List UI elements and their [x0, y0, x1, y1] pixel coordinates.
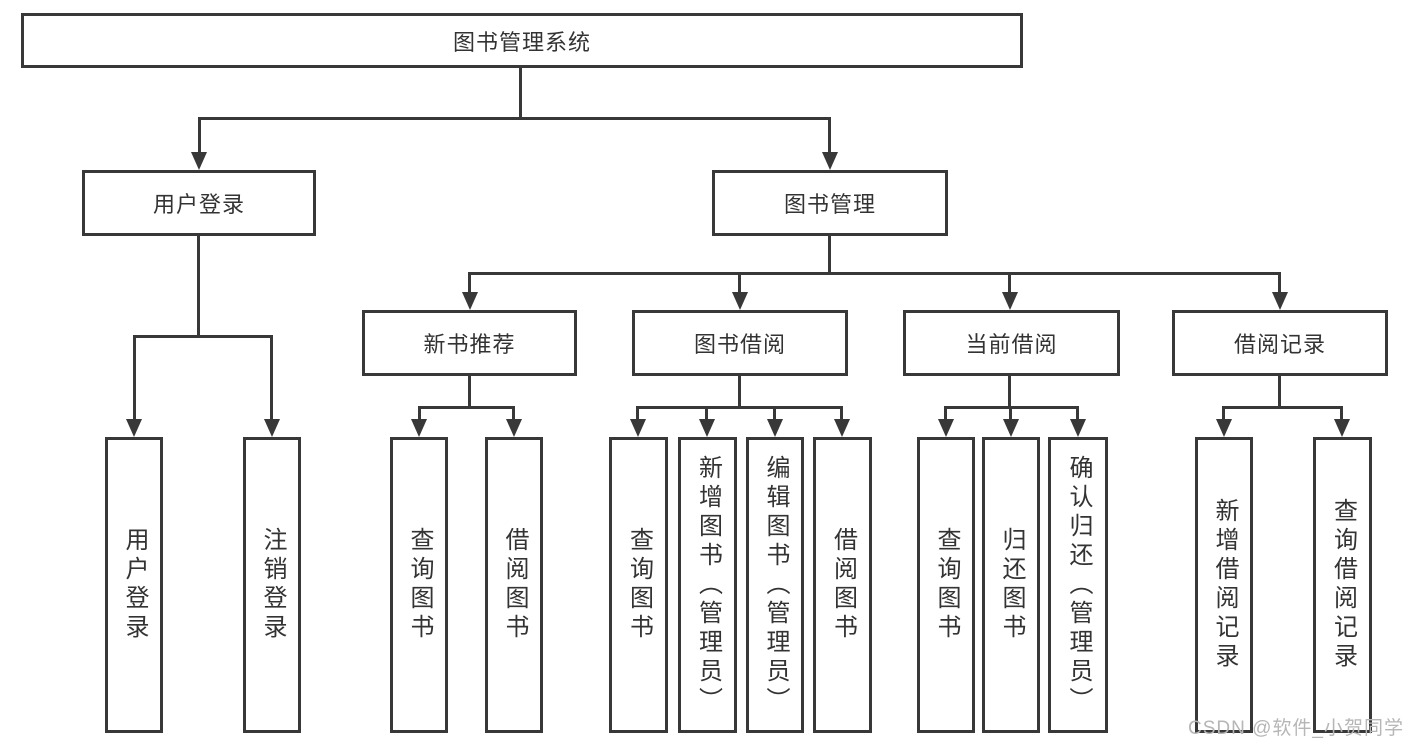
arrow-down-icon — [1070, 419, 1086, 437]
arrow-down-icon — [699, 419, 715, 437]
arrow-down-icon — [1334, 419, 1350, 437]
connector-line — [1076, 406, 1079, 421]
arrow-down-icon — [938, 419, 954, 437]
leaf-add-borrow-record: 新增借阅记录 — [1195, 437, 1253, 733]
leaf-confirm-return-admin: 确认归还（管理员） — [1048, 437, 1108, 733]
connector-line — [468, 376, 471, 409]
connector-line — [1278, 376, 1281, 409]
node-library-management-system: 图书管理系统 — [21, 13, 1023, 68]
leaf-label: 归还图书 — [998, 527, 1025, 643]
connector-line — [944, 406, 947, 421]
connector-line — [773, 406, 776, 421]
arrow-down-icon — [191, 152, 207, 170]
connector-line — [468, 272, 1281, 275]
leaf-return-book: 归还图书 — [982, 437, 1040, 733]
arrow-down-icon — [834, 419, 850, 437]
node-book-management: 图书管理 — [712, 170, 948, 236]
leaf-label: 新增图书（管理员） — [694, 454, 722, 716]
connector-line — [133, 335, 136, 421]
connector-line — [1340, 406, 1343, 421]
node-new-book-recommend: 新书推荐 — [362, 310, 577, 376]
arrow-down-icon — [1002, 292, 1018, 310]
connector-line — [840, 406, 843, 421]
arrow-down-icon — [732, 292, 748, 310]
arrow-down-icon — [506, 419, 522, 437]
arrow-down-icon — [1003, 419, 1019, 437]
arrow-down-icon — [462, 292, 478, 310]
node-user-login: 用户登录 — [82, 170, 316, 236]
connector-line — [1009, 406, 1012, 421]
leaf-query-borrow-record: 查询借阅记录 — [1313, 437, 1372, 733]
leaf-query-books-2: 查询图书 — [609, 437, 668, 733]
arrow-down-icon — [126, 419, 142, 437]
connector-line — [133, 335, 273, 338]
arrow-down-icon — [264, 419, 280, 437]
connector-line — [738, 376, 741, 409]
connector-line — [197, 236, 200, 338]
node-book-borrow: 图书借阅 — [632, 310, 848, 376]
arrow-down-icon — [630, 419, 646, 437]
arrow-down-icon — [767, 419, 783, 437]
node-current-borrow: 当前借阅 — [903, 310, 1120, 376]
arrow-down-icon — [1272, 292, 1288, 310]
leaf-query-books-3: 查询图书 — [917, 437, 975, 733]
leaf-label: 查询图书 — [625, 527, 653, 643]
connector-line — [705, 406, 708, 421]
connector-line — [270, 335, 273, 421]
leaf-label: 查询借阅记录 — [1329, 498, 1357, 672]
connector-line — [1008, 272, 1011, 294]
connector-line — [1278, 272, 1281, 294]
connector-line — [418, 406, 515, 409]
connector-line — [418, 406, 421, 421]
connector-line — [636, 406, 843, 409]
leaf-label: 借阅图书 — [501, 527, 528, 643]
leaf-edit-book-admin: 编辑图书（管理员） — [746, 437, 804, 733]
leaf-borrow-books-2: 借阅图书 — [813, 437, 872, 733]
leaf-label: 编辑图书（管理员） — [762, 454, 789, 716]
leaf-label: 查询图书 — [406, 527, 433, 643]
connector-line — [828, 236, 831, 275]
connector-line — [519, 68, 522, 120]
arrow-down-icon — [411, 419, 427, 437]
leaf-label: 注销登录 — [259, 527, 286, 643]
connector-line — [828, 117, 831, 153]
connector-line — [198, 117, 831, 120]
leaf-add-book-admin: 新增图书（管理员） — [678, 437, 737, 733]
leaf-label: 用户登录 — [121, 527, 148, 643]
leaf-label: 确认归还（管理员） — [1065, 454, 1092, 716]
arrow-down-icon — [822, 152, 838, 170]
leaf-label: 查询图书 — [933, 527, 960, 643]
leaf-borrow-books-1: 借阅图书 — [485, 437, 543, 733]
connector-line — [738, 272, 741, 294]
leaf-user-login: 用户登录 — [105, 437, 163, 733]
watermark: CSDN @软件_小贺同学 — [1188, 718, 1404, 739]
leaf-logout: 注销登录 — [243, 437, 301, 733]
arrow-down-icon — [1216, 419, 1232, 437]
leaf-query-books-1: 查询图书 — [390, 437, 448, 733]
connector-line — [1222, 406, 1343, 409]
connector-line — [636, 406, 639, 421]
node-borrow-records: 借阅记录 — [1172, 310, 1388, 376]
leaf-label: 新增借阅记录 — [1211, 498, 1238, 672]
connector-line — [1222, 406, 1225, 421]
connector-line — [512, 406, 515, 421]
connector-line — [1008, 376, 1011, 409]
connector-line — [468, 272, 471, 294]
leaf-label: 借阅图书 — [829, 527, 857, 643]
connector-line — [198, 117, 201, 153]
